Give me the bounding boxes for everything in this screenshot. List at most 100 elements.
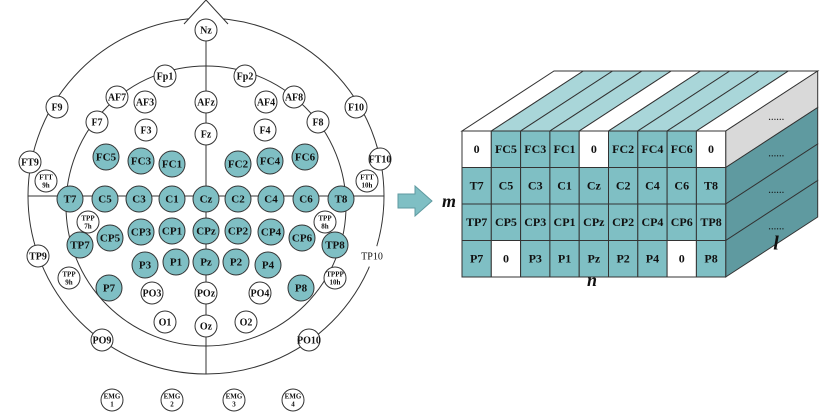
- side-ellipsis: ……: [768, 150, 784, 159]
- side-ellipsis: ……: [768, 113, 784, 122]
- grid-cell: TP8: [695, 203, 727, 241]
- grid-cell-box: [666, 167, 697, 205]
- electrode-marker: [282, 85, 306, 109]
- electrode-marker: [291, 143, 319, 171]
- grid-cell-box: [637, 240, 668, 278]
- grid-cell-label: CP4: [641, 215, 663, 229]
- grid-cell-box: [549, 167, 580, 205]
- electrode-marker: [355, 169, 379, 193]
- electrode-marker: [140, 281, 164, 305]
- electrode-marker: [192, 185, 220, 213]
- electrode-c1: C1: [158, 185, 186, 213]
- electrode-label: 9h: [65, 279, 73, 287]
- electrode-label: F9: [51, 102, 62, 113]
- grid-cell-label: C1: [557, 179, 572, 193]
- grid-cell: C4: [637, 167, 668, 205]
- electrode-label: PO10: [297, 335, 321, 346]
- electrode-marker: [361, 245, 383, 267]
- electrode-p1: P1: [162, 248, 190, 276]
- electrode-p3: P3: [131, 251, 159, 279]
- electrode-c3: C3: [125, 185, 153, 213]
- electrode-label: FT9: [21, 157, 39, 168]
- grid-cell: 0: [695, 130, 727, 168]
- grid-cell-box: [666, 130, 697, 168]
- electrode-o1: O1: [153, 310, 177, 334]
- electrode-c2: C2: [224, 185, 252, 213]
- electrode-marker: [297, 328, 321, 352]
- electrode-label: CP5: [100, 233, 121, 245]
- electrode-p2: P2: [222, 248, 250, 276]
- grid-cell-label: 0: [679, 252, 685, 266]
- electrode-cp5: CP5: [96, 224, 124, 252]
- electrode-label: CPz: [196, 226, 216, 238]
- grid-cell-label: P3: [529, 252, 542, 266]
- electrode-label: FTT: [39, 174, 53, 182]
- grid-cell-label: P2: [616, 252, 629, 266]
- grid-cell: FC6: [666, 130, 697, 168]
- electrode-label: AFz: [197, 97, 215, 108]
- electrode-label: O1: [159, 317, 172, 328]
- electrode-label: CP2: [228, 226, 249, 238]
- electrode-label: TP7: [70, 240, 90, 252]
- electrode-o2: O2: [234, 310, 258, 334]
- electrode-label: 10h: [330, 279, 341, 287]
- emg-label: EMG: [285, 393, 302, 401]
- emg-marker: [100, 388, 124, 412]
- grid-cell: C3: [520, 167, 551, 205]
- electrode-label: F4: [259, 125, 270, 136]
- grid-cell: CP4: [637, 203, 668, 241]
- electrode-marker: [105, 85, 129, 109]
- electrode-tp8: TP8: [321, 231, 349, 259]
- electrode-marker: [234, 310, 258, 334]
- electrode-marker: [194, 122, 218, 146]
- electrode-label: PO3: [143, 288, 162, 299]
- grid-cell-label: 0: [591, 142, 597, 156]
- grid-cell-box: [695, 203, 727, 241]
- electrode-label: F7: [91, 117, 102, 128]
- electrode-marker: [18, 150, 42, 174]
- electrode-marker: [45, 95, 69, 119]
- electrode-cp4: CP4: [257, 218, 285, 246]
- electrode-marker: [90, 328, 114, 352]
- electrode-tp10: TP10: [361, 245, 383, 267]
- electrode-label: PO9: [93, 335, 112, 346]
- electrode-marker: [222, 248, 250, 276]
- electrode-poz: POz: [194, 281, 218, 305]
- electrode-f3: F3: [134, 118, 158, 142]
- electrode-f7: F7: [85, 110, 109, 134]
- electrode-fc5: FC5: [92, 143, 120, 171]
- electrode-label: CP6: [292, 233, 313, 245]
- electrode-label: C6: [299, 194, 313, 206]
- emg-label: 1: [110, 401, 114, 409]
- electrode-marker: [292, 185, 320, 213]
- electrode-marker: [368, 147, 392, 171]
- electrode-marker: [153, 64, 177, 88]
- grid-cell: FC4: [637, 130, 668, 168]
- electrode-marker: [57, 266, 81, 290]
- electrode-label: C5: [98, 194, 112, 206]
- electrode-label: T8: [335, 194, 348, 206]
- electrode-label: CP3: [131, 227, 152, 239]
- electrode-label: TPP: [62, 271, 76, 279]
- grid-cell-label: C6: [674, 179, 689, 193]
- grid-cell: C1: [549, 167, 580, 205]
- grid-cell: 0: [461, 130, 492, 168]
- grid-cell: 0: [578, 130, 610, 168]
- electrode-t8: T8: [327, 185, 355, 213]
- electrode-marker: [233, 64, 257, 88]
- electrode-afz: AFz: [194, 90, 218, 114]
- electrode-marker: [158, 185, 186, 213]
- electrode-marker: [224, 150, 252, 178]
- electrode-label: PO4: [251, 288, 270, 299]
- electrode-t7: T7: [56, 185, 84, 213]
- grid-cell: TP7: [461, 203, 492, 241]
- electrode-label: AF4: [257, 97, 275, 108]
- grid-cell-box: [461, 130, 492, 168]
- grid-cell-label: 0: [474, 142, 480, 156]
- electrode-marker: [256, 147, 284, 175]
